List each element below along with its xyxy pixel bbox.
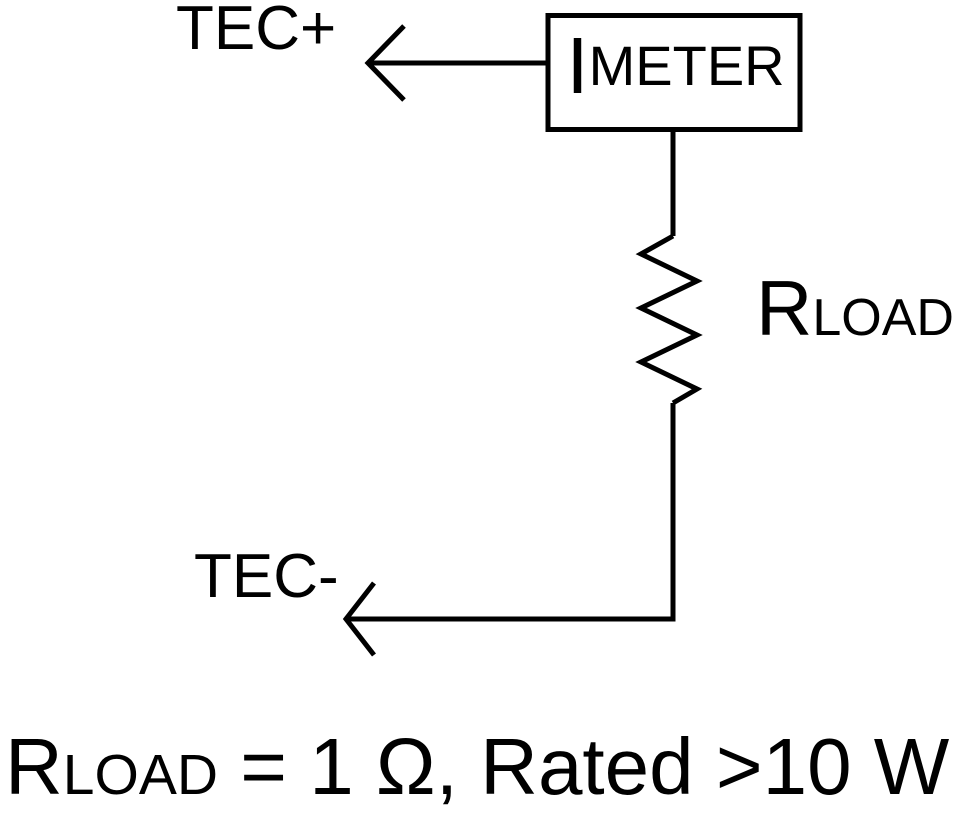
caption-resistor-symbol: R (5, 722, 63, 811)
resistor-symbol: R (756, 264, 813, 352)
meter-box (545, 13, 803, 132)
resistor-subscript: LOAD (812, 289, 954, 347)
caption: RLOAD = 1 Ω, Rated >10 W (5, 727, 949, 807)
resistor-to-tec-minus-wire (346, 403, 676, 622)
tec-plus-label: TEC+ (176, 0, 337, 63)
caption-text: = 1 Ω, Rated >10 W (218, 722, 950, 811)
tec-minus-label: TEC- (194, 542, 339, 611)
tec-minus-arrow-icon (342, 581, 376, 657)
meter-symbol: I (566, 20, 589, 110)
resistor-label: RLOAD (756, 269, 954, 347)
meter-subscript: METER (588, 33, 785, 97)
caption-resistor-subscript: LOAD (62, 743, 219, 807)
resistor-zigzag-icon (635, 233, 703, 406)
